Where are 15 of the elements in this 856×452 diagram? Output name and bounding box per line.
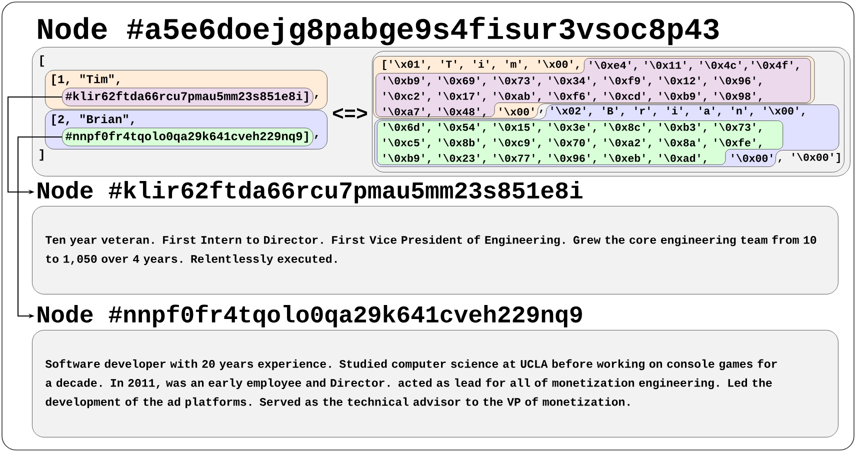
node-heading: Node #klir62ftda66rcu7pmau5mm23s851e8i — [38, 180, 582, 204]
bracket: ] — [40, 149, 44, 161]
node-heading: Node #nnpf0fr4tqolo0qa29k641cveh229nq9 — [38, 304, 582, 328]
bracket: [ — [40, 55, 44, 67]
id-pill: #nnpf0fr4tqolo0qa29k641cveh229nq9] — [62, 128, 314, 146]
id-pill: #klir62ftda66rcu7pmau5mm23s851e8i] — [62, 88, 314, 106]
description-box: Ten year veteran. First Intern to Director. First Vice President of Engineering. Grew the core engineering team from 10 to 1,050 over 4 years. Relentlessly executed. — [32, 206, 838, 294]
node-heading: Node #a5e6doejg8pabge9s4fisur3vsoc8p43 — [38, 16, 719, 46]
comma: , — [314, 95, 318, 99]
record-text: [2, "Brian", — [52, 114, 134, 126]
record-text: [1, "Tim", — [52, 74, 120, 86]
equivalence-sign: <=> — [333, 108, 368, 119]
description-box: Software developer with 20 years experience. Studied computer science at UCLA before working on console games for a decade. In 2011, was an early employee and Director. acted as lead for all of monetization engineering. Led the development of the ad platforms. Served as the technical advisor to the VP of monetization. — [32, 330, 838, 438]
comma: , — [540, 110, 542, 114]
comma: , — [314, 135, 318, 139]
